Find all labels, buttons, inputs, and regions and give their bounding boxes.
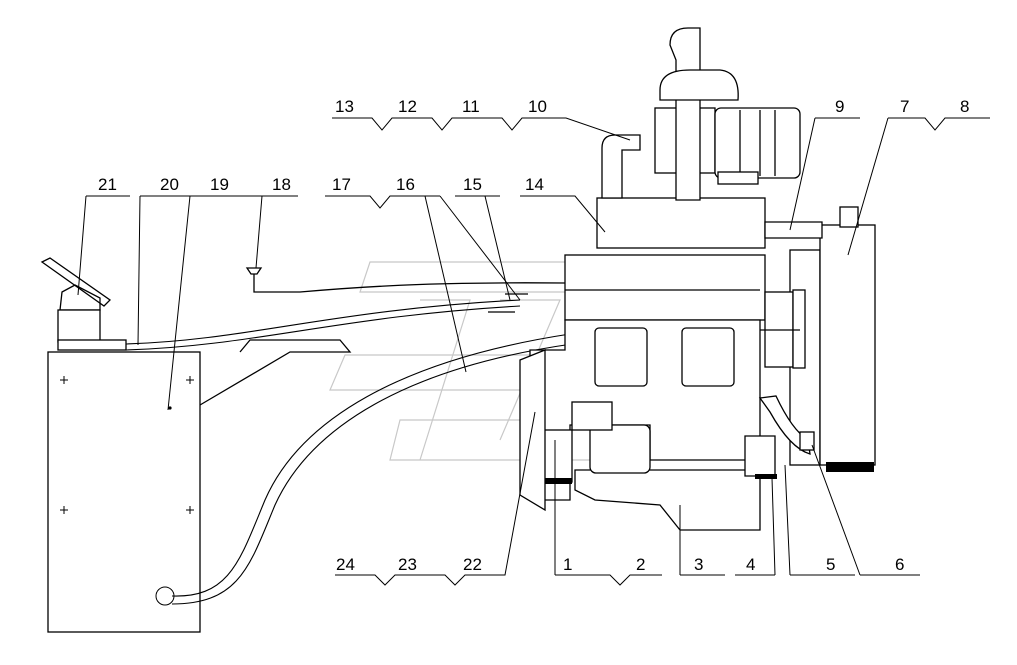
label-part-18: 18 [272, 175, 291, 194]
fuel-tank [47, 339, 352, 633]
label-part-24: 24 [336, 555, 355, 574]
label-part-7: 7 [900, 97, 909, 116]
label-part-14: 14 [525, 175, 544, 194]
label-part-9: 9 [835, 97, 844, 116]
label-part-17: 17 [332, 175, 351, 194]
label-part-8: 8 [960, 97, 969, 116]
engine-block [519, 254, 777, 531]
label-part-5: 5 [826, 555, 835, 574]
fuel-line [245, 267, 566, 313]
label-part-13: 13 [335, 97, 354, 116]
label-part-11: 11 [462, 97, 480, 116]
label-part-20: 20 [160, 175, 179, 194]
throttle-cable [125, 299, 521, 351]
label-part-21: 21 [98, 175, 117, 194]
long-hose [171, 333, 573, 605]
label-part-1: 1 [563, 555, 572, 574]
label-part-23: 23 [398, 555, 417, 574]
radiator [758, 206, 876, 472]
label-part-10: 10 [528, 97, 547, 116]
accelerator-pedal [40, 257, 127, 351]
air-intake-system [596, 27, 801, 249]
label-part-4: 4 [746, 555, 755, 574]
callout-leaders [77, 117, 990, 586]
label-part-19: 19 [210, 175, 229, 194]
part-labels: 1 2 3 4 5 6 7 8 9 10 11 12 13 14 15 16 1… [98, 97, 969, 574]
label-part-2: 2 [636, 555, 645, 574]
label-part-22: 22 [463, 555, 482, 574]
label-part-15: 15 [463, 175, 482, 194]
label-part-3: 3 [694, 555, 703, 574]
label-part-12: 12 [398, 97, 417, 116]
label-part-6: 6 [895, 555, 904, 574]
label-part-16: 16 [396, 175, 415, 194]
